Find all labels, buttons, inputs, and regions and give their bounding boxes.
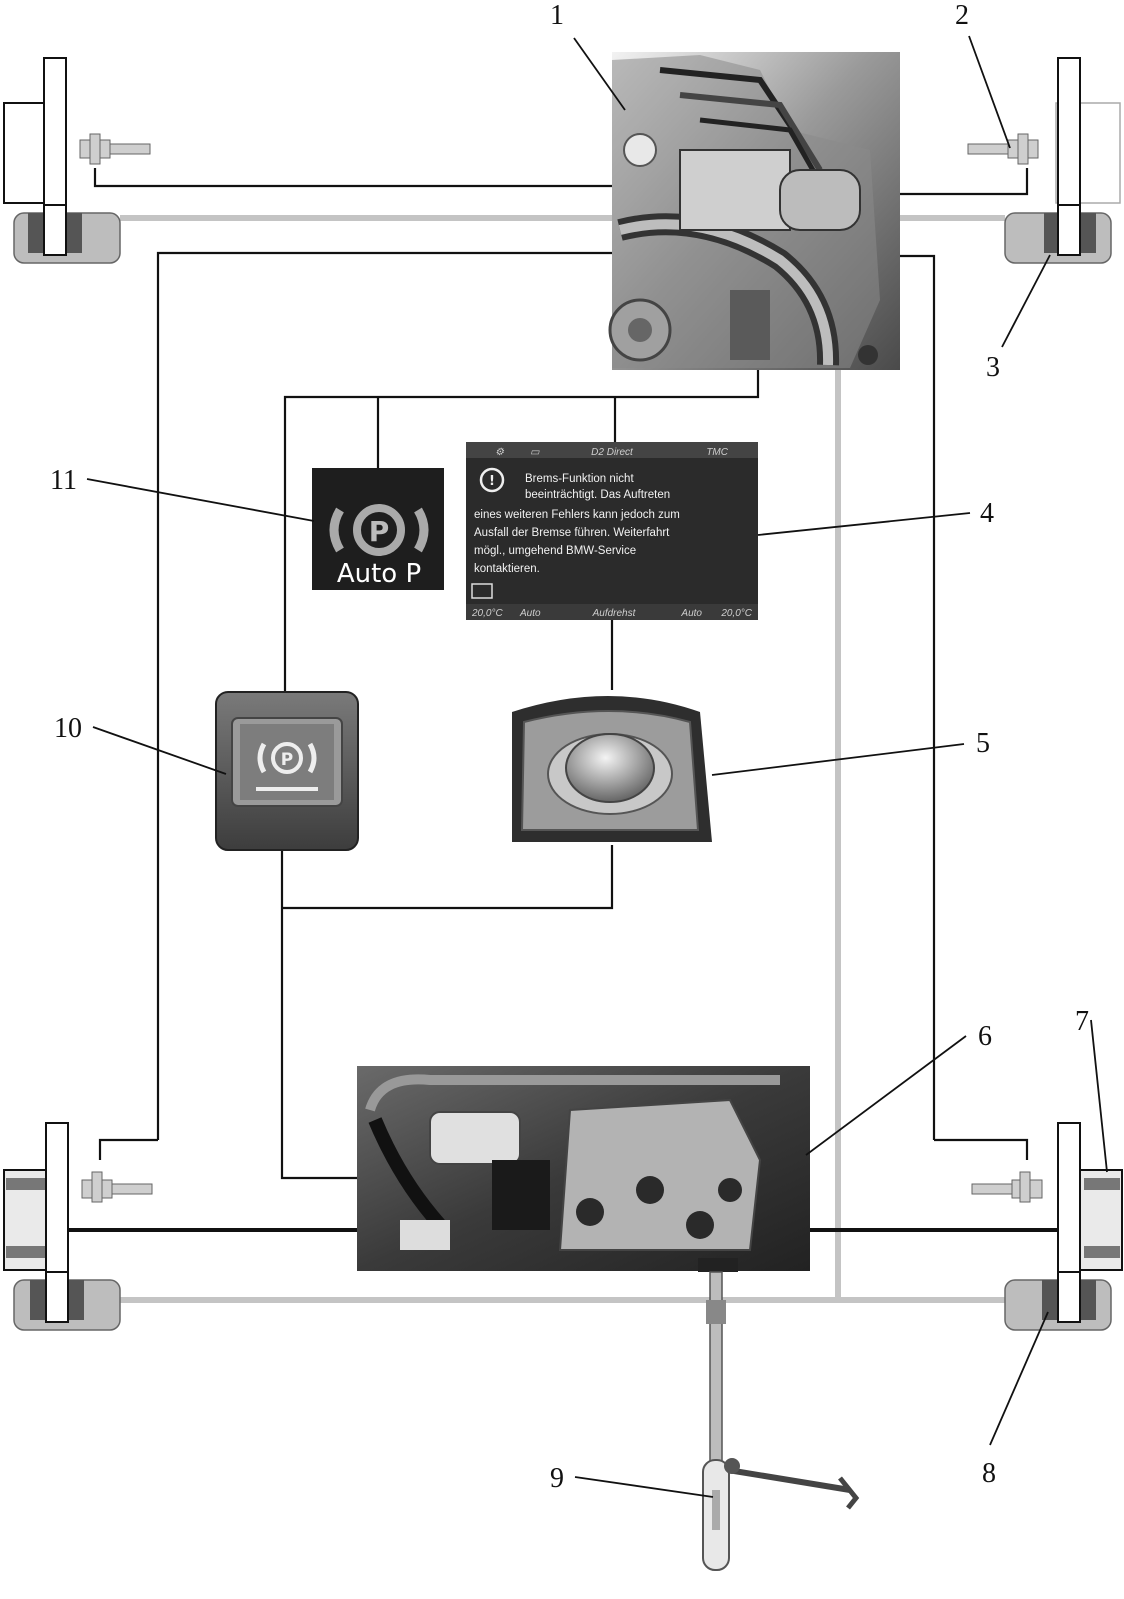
display-message-line-3: eines weiteren Fehlers kann jedoch zum — [474, 509, 680, 521]
wheel-front-left — [3, 57, 121, 264]
display-footer-temp-left: 20,0°C — [471, 608, 503, 619]
auto-p-symbol: P — [369, 515, 390, 548]
brake-arc-left-icon — [257, 742, 267, 774]
display-footer-mode-left: Auto — [519, 608, 541, 619]
wheel-front-right — [1004, 57, 1121, 264]
brake-arc-left-icon — [329, 507, 344, 553]
callout-8: 8 — [982, 1458, 996, 1489]
park-button-symbol: P — [281, 750, 293, 770]
parking-brake-button: P — [215, 691, 359, 851]
display-message-line-4: Ausfall der Bremse führen. Weiterfahrt — [474, 527, 670, 539]
display-footer-mode-right: Auto — [680, 608, 702, 619]
svg-text:⚙: ⚙ — [495, 447, 505, 458]
park-circle-icon — [271, 742, 303, 774]
display-message-line-5: mögl., umgehend BMW-Service — [474, 545, 636, 557]
display-footer-center: Aufdrehst — [592, 608, 637, 619]
auto-p-label: Auto P — [337, 559, 421, 589]
callout-leader-lines — [86, 35, 1108, 1498]
wheel-speed-sensor-front-left — [79, 133, 151, 165]
dsc-hydraulic-unit — [608, 52, 900, 370]
svg-text:▭: ▭ — [530, 447, 540, 458]
callout-9: 9 — [550, 1463, 564, 1494]
callout-5: 5 — [976, 728, 990, 759]
callout-1: 1 — [550, 0, 564, 31]
control-display: ⚙ ▭ D2 Direct TMC ! Brems-Funktion nicht… — [466, 442, 758, 620]
wheel-speed-sensor-rear-right — [971, 1171, 1043, 1203]
emergency-release-tool — [698, 1258, 860, 1571]
service-book-icon — [471, 583, 493, 599]
wheel-rear-right — [1004, 1122, 1123, 1331]
wheel-speed-sensor-front-right — [967, 133, 1039, 165]
epb-actuator-unit — [357, 1066, 810, 1271]
display-header-tmc: TMC — [706, 447, 728, 458]
display-footer-temp-right: 20,0°C — [720, 608, 752, 619]
wheel-rear-left — [3, 1122, 121, 1331]
auto-p-indicator: P Auto P — [312, 468, 444, 590]
callout-numbers: 1 2 3 4 5 6 7 8 9 10 11 — [50, 0, 1089, 1494]
hydraulic-brake-lines — [120, 215, 1005, 1303]
wheel-speed-sensor-rear-left — [81, 1171, 153, 1203]
callout-2: 2 — [955, 0, 969, 31]
callout-10: 10 — [54, 713, 82, 744]
callout-6: 6 — [978, 1021, 992, 1052]
park-circle-icon — [353, 504, 405, 556]
brake-arc-right-icon — [414, 507, 429, 553]
callout-3: 3 — [986, 352, 1000, 383]
brake-arc-right-icon — [307, 742, 317, 774]
display-message-line-1: Brems-Funktion nicht — [525, 473, 634, 485]
electrical-wires — [93, 168, 1029, 1180]
display-message-line-2: beeinträchtigt. Das Auftreten — [525, 489, 670, 501]
display-message-line-6: kontaktieren. — [474, 563, 540, 575]
idrive-controller — [512, 696, 712, 842]
display-header-title: D2 Direct — [591, 447, 634, 458]
svg-text:!: ! — [489, 474, 495, 489]
callout-4: 4 — [980, 498, 994, 529]
callout-7: 7 — [1075, 1006, 1089, 1037]
callout-11: 11 — [50, 465, 77, 496]
warning-circle-icon — [479, 467, 505, 493]
